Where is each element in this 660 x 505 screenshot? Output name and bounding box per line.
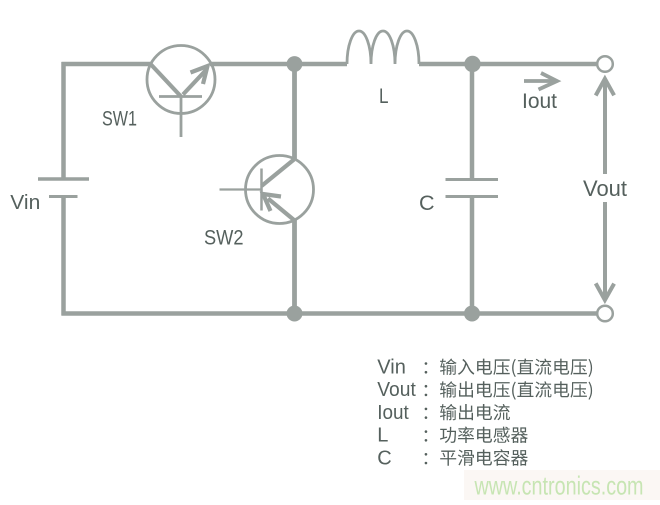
svg-text:Vin: Vin — [10, 191, 40, 214]
svg-text:www.cntronics.com: www.cntronics.com — [474, 471, 644, 501]
svg-text:Vout: Vout — [583, 176, 627, 201]
svg-text:C: C — [419, 191, 435, 215]
svg-text:L: L — [377, 425, 388, 447]
svg-text:Vout: Vout — [377, 379, 416, 401]
svg-text:Iout: Iout — [377, 402, 409, 424]
svg-text:SW2: SW2 — [204, 227, 244, 250]
svg-text:C: C — [377, 447, 391, 469]
svg-text:Vin: Vin — [377, 357, 406, 379]
svg-text:SW1: SW1 — [102, 107, 137, 130]
svg-text:Iout: Iout — [522, 90, 557, 113]
svg-text:L: L — [379, 85, 389, 108]
